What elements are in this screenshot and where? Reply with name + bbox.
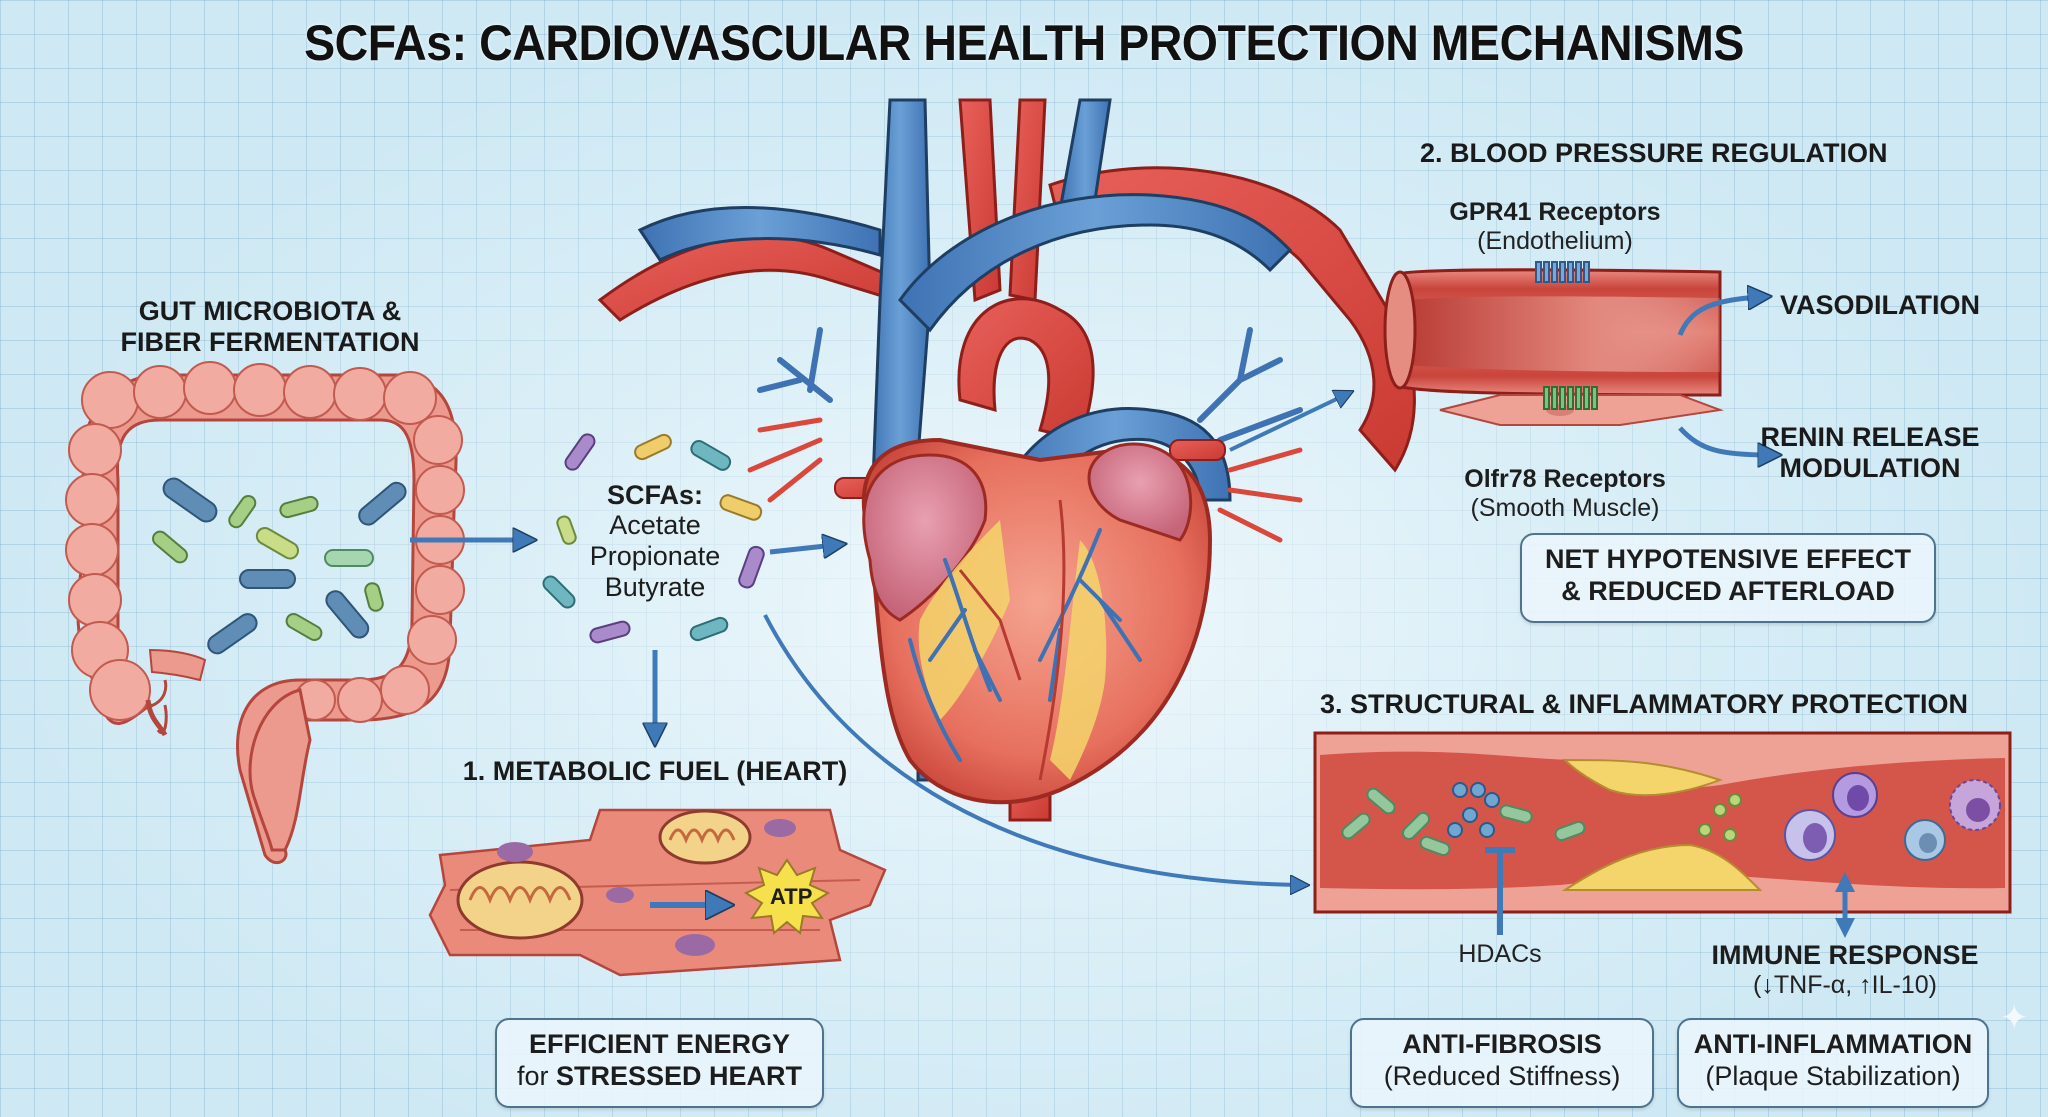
heart-illustration <box>861 437 1213 805</box>
arrow-scfas-to-heart <box>769 545 835 552</box>
immune-heading: IMMUNE RESPONSE <box>1711 940 1979 970</box>
gut-heading-line2: FIBER FERMENTATION <box>120 327 420 357</box>
scfa-propionate: Propionate <box>589 541 721 571</box>
anti-fibrosis-line2: (Reduced Stiffness) <box>1383 1061 1621 1091</box>
efficient-energy-line1: EFFICIENT ENERGY <box>528 1029 791 1059</box>
vasodilation-label: VASODILATION <box>1780 290 1980 320</box>
scfas-heading: SCFAs: <box>606 480 704 510</box>
hdac-inhibition-bar-icon <box>1485 847 1515 935</box>
immune-detail: (↓TNF-α, ↑IL-10) <box>1753 971 1937 999</box>
anti-inflammation-box: ANTI-INFLAMMATION (Plaque Stabilization) <box>1677 1018 1989 1108</box>
gpr41-receptor-icon <box>1535 261 1590 283</box>
anti-inflammation-line1: ANTI-INFLAMMATION <box>1693 1029 1973 1059</box>
olfr78-receptor-icon <box>1543 386 1598 410</box>
renin-line1: RENIN RELEASE <box>1760 422 1980 452</box>
efficient-energy-box: EFFICIENT ENERGY for STRESSED HEART <box>495 1018 824 1108</box>
anti-fibrosis-line1: ANTI-FIBROSIS <box>1402 1029 1602 1059</box>
gpr41-label: GPR41 Receptors (Endothelium) <box>1430 198 1680 256</box>
arrow-heart-to-bp <box>1229 395 1345 452</box>
hypotensive-line2: & REDUCED AFTERLOAD <box>1561 576 1895 606</box>
scfas-label: SCFAs: Acetate Propionate Butyrate <box>565 480 745 603</box>
scfa-acetate: Acetate <box>609 510 701 540</box>
renin-line2: MODULATION <box>1779 453 1961 483</box>
hdacs-label: HDACs <box>1458 940 1542 968</box>
heart-vessels <box>597 98 1416 822</box>
gpr41-name: GPR41 Receptors <box>1449 198 1661 226</box>
cardiomyocytes-illustration <box>428 808 887 977</box>
hypotensive-box: NET HYPOTENSIVE EFFECT & REDUCED AFTERLO… <box>1520 533 1936 623</box>
section3-heading: 3. STRUCTURAL & INFLAMMATORY PROTECTION <box>1320 689 1968 719</box>
arrow-scfas-to-vessel <box>763 614 1300 885</box>
olfr78-name: Olfr78 Receptors <box>1464 465 1666 493</box>
sparkle-watermark-icon: ✦ <box>2000 999 2029 1037</box>
scfa-butyrate: Butyrate <box>604 572 706 602</box>
gut-heading: GUT MICROBIOTA & FIBER FERMENTATION <box>110 296 430 358</box>
anti-inflammation-line2: (Plaque Stabilization) <box>1705 1061 1961 1091</box>
renin-label: RENIN RELEASE MODULATION <box>1760 422 1980 484</box>
immune-response-label: IMMUNE RESPONSE (↓TNF-α, ↑IL-10) <box>1690 940 2000 1000</box>
anti-fibrosis-box: ANTI-FIBROSIS (Reduced Stiffness) <box>1350 1018 1654 1108</box>
efficient-energy-prefix: for <box>516 1061 549 1091</box>
artery-plaque-illustration <box>1313 731 2012 938</box>
colon-illustration <box>65 361 465 865</box>
arrow-vasodilation <box>1677 297 1760 336</box>
scfa-molecules <box>542 433 765 644</box>
atp-label: ATP <box>770 884 813 909</box>
gut-bacteria <box>152 477 407 655</box>
arrow-renin <box>1678 426 1770 455</box>
olfr78-label: Olfr78 Receptors (Smooth Muscle) <box>1440 465 1690 523</box>
olfr78-location: (Smooth Muscle) <box>1470 494 1660 522</box>
section2-heading: 2. BLOOD PRESSURE REGULATION <box>1420 138 1888 168</box>
section1-heading: 1. METABOLIC FUEL (HEART) <box>462 756 848 786</box>
efficient-energy-bold: STRESSED HEART <box>555 1061 803 1091</box>
blood-vessel-cross-section <box>1383 261 1770 455</box>
page-title: SCFAs: CARDIOVASCULAR HEALTH PROTECTION … <box>304 15 1744 71</box>
hypotensive-line1: NET HYPOTENSIVE EFFECT <box>1544 544 1912 574</box>
atp-burst-icon <box>743 858 831 935</box>
gpr41-location: (Endothelium) <box>1477 227 1633 255</box>
gut-heading-line1: GUT MICROBIOTA & <box>138 296 402 326</box>
